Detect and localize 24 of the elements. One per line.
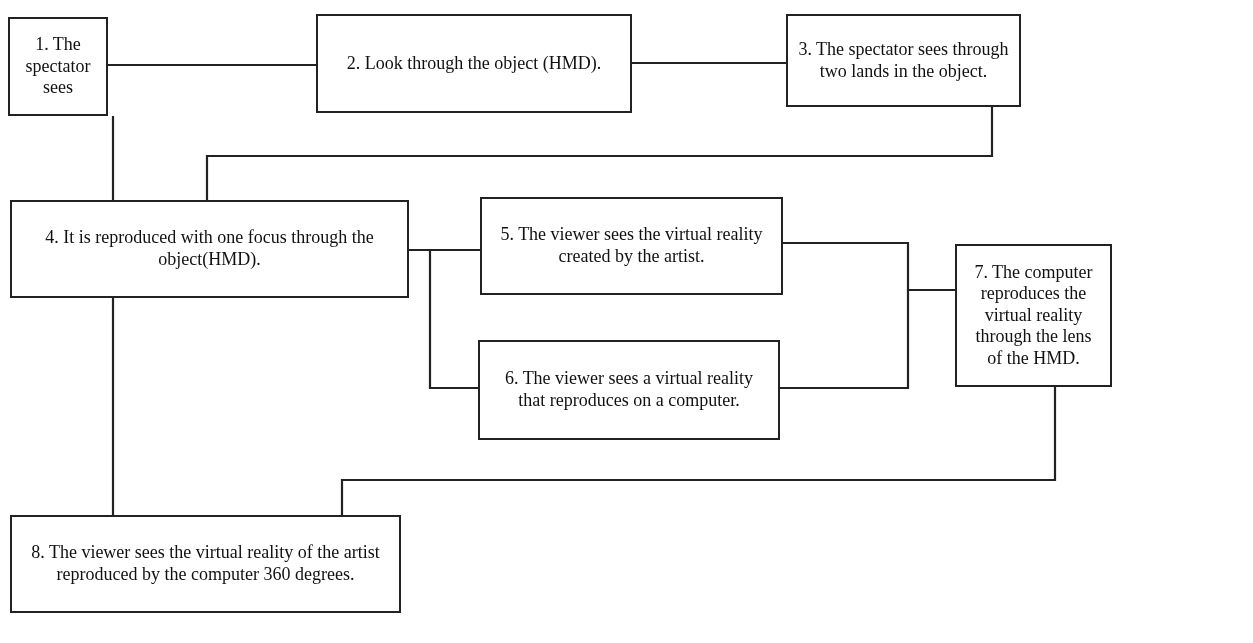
connector-line <box>111 116 115 200</box>
connector-line <box>108 63 316 67</box>
process-box <box>480 197 783 295</box>
box-text: 2. Look through the object (HMD). <box>346 52 602 75</box>
process-box <box>955 244 1112 387</box>
box-text: 5. The viewer sees the virtual reality created by the artist. <box>499 224 764 268</box>
process-box <box>10 515 401 613</box>
process-box <box>10 200 409 298</box>
box-text: 7. The computer reproduces the virtual reality through the lens of the HMD. <box>973 261 1094 370</box>
process-box <box>316 14 632 113</box>
process-box <box>8 17 108 116</box>
connector-line <box>780 288 955 390</box>
process-box <box>478 340 780 440</box>
connector-line <box>409 248 478 390</box>
process-box <box>786 14 1021 107</box>
box-text: 4. It is reproduced with one focus through the object(HMD). <box>44 227 375 271</box>
connector-line <box>632 61 786 65</box>
connector-line <box>111 298 115 515</box>
box-text: 1. The spectator sees <box>24 34 92 99</box>
box-text: 8. The viewer sees the virtual reality of the artist reproduced by the computer 360 degrees. <box>30 542 381 586</box>
box-text: 6. The viewer sees a virtual reality that reproduces on a computer. <box>503 368 755 412</box>
connector-line <box>205 107 994 200</box>
box-text: 3. The spectator sees through two lands in the object. <box>798 38 1009 83</box>
connector-line <box>340 387 1057 515</box>
